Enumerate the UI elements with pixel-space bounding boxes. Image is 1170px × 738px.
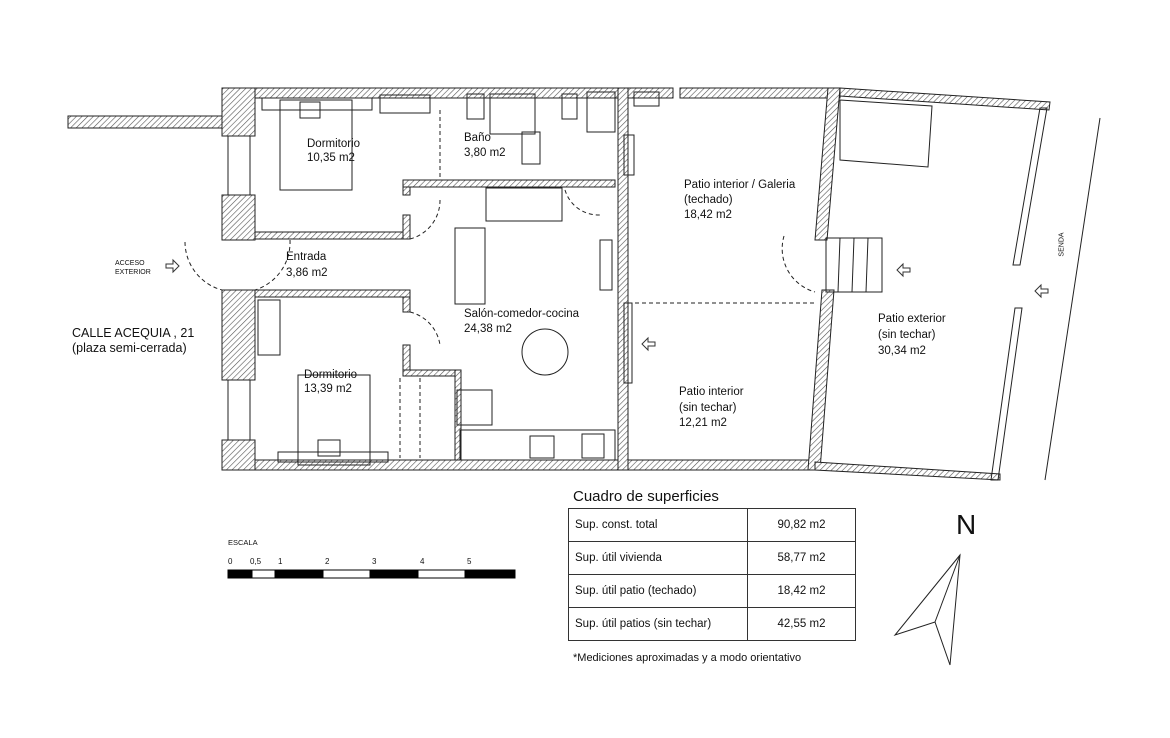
- room-area: 3,86 m2: [286, 267, 328, 279]
- scale-tick: 0,5: [250, 557, 262, 566]
- row-value: 18,42 m2: [747, 574, 856, 608]
- scale-title: ESCALA: [228, 538, 258, 547]
- footnote: *Mediciones aproximadas y a modo orienta…: [573, 652, 802, 664]
- room-area: 24,38 m2: [464, 323, 512, 335]
- row-value: 58,77 m2: [747, 541, 856, 575]
- room-area: 10,35 m2: [307, 152, 355, 164]
- arrow-icons: [165, 258, 1049, 352]
- walls: [67, 87, 1051, 481]
- north-arrow-icon: [893, 553, 961, 666]
- scale-tick: 3: [372, 557, 377, 566]
- row-value: 42,55 m2: [747, 607, 856, 641]
- table-row: Sup. útil patio (techado)18,42 m2: [568, 574, 856, 608]
- room-name: Dormitorio: [304, 369, 358, 381]
- room-name: Dormitorio: [307, 138, 361, 150]
- room-sub: (sin techar): [679, 402, 737, 414]
- row-label: Sup. útil patios (sin techar): [568, 607, 748, 641]
- room-sub: (techado): [684, 194, 733, 206]
- room-area: 30,34 m2: [878, 345, 926, 357]
- room-name: Patio interior: [679, 386, 744, 398]
- scale-tick: 0: [228, 557, 233, 566]
- row-label: Sup. útil vivienda: [568, 541, 748, 575]
- row-label: Sup. útil patio (techado): [568, 574, 748, 608]
- room-area: 12,21 m2: [679, 417, 727, 429]
- access-label-1: ACCESO: [115, 260, 145, 267]
- path-label: SENDA: [1058, 232, 1066, 257]
- room-area: 18,42 m2: [684, 209, 732, 221]
- scale-tick: 4: [420, 557, 425, 566]
- room-area: 3,80 m2: [464, 147, 506, 159]
- scale-bar: [227, 569, 516, 579]
- door-swings: [184, 110, 816, 458]
- row-label: Sup. const. total: [568, 508, 748, 542]
- table-row: Sup. útil patios (sin techar)42,55 m2: [568, 607, 856, 641]
- room-name: Patio interior / Galeria: [684, 179, 796, 191]
- surfaces-title: Cuadro de superficies: [573, 488, 719, 505]
- row-value: 90,82 m2: [747, 508, 856, 542]
- room-name: Patio exterior: [878, 313, 946, 325]
- scale-tick: 2: [325, 557, 330, 566]
- north-label: N: [956, 509, 977, 540]
- room-sub: (sin techar): [878, 329, 936, 341]
- room-name: Entrada: [286, 251, 327, 263]
- street-name: CALLE ACEQUIA , 21: [72, 326, 195, 340]
- room-name: Baño: [464, 132, 491, 144]
- access-label-2: EXTERIOR: [115, 269, 151, 276]
- room-area: 13,39 m2: [304, 383, 352, 395]
- street-note: (plaza semi-cerrada): [72, 341, 187, 355]
- room-name: Salón-comedor-cocina: [464, 308, 580, 320]
- scale-tick: 1: [278, 557, 283, 566]
- scale-tick: 5: [467, 557, 472, 566]
